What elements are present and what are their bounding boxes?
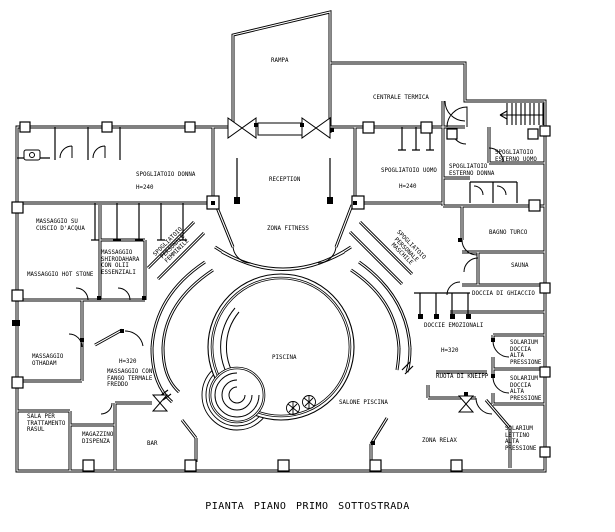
label-solarium-doccia-1: SOLARIUM DOCCIA ALTA PRESSIONE [510, 340, 542, 366]
label-h320-sinistra: H=320 [119, 359, 137, 365]
label-piscina: PISCINA [272, 355, 297, 361]
label-sala-rasul: SALA PER TRATTAMENTO RASUL [27, 414, 66, 434]
whirlpool-spiral [214, 372, 260, 418]
label-bagno-turco: BAGNO TURCO [489, 230, 528, 236]
hinge-marks [12, 123, 495, 445]
label-massaggio-cuscio: MASSAGGIO SU CUSCIO D'ACQUA [36, 219, 85, 232]
pool-tables [286, 395, 316, 415]
label-reception: RECEPTION [269, 177, 301, 183]
door-arcs [59, 100, 510, 415]
label-spogliatoio-donna: SPOGLIATOIO DONNA [136, 172, 196, 178]
label-h240-donna: H=240 [136, 185, 154, 191]
label-bar: BAR [147, 441, 158, 447]
label-massaggio-hot-stone: MASSAGGIO HOT STONE [27, 272, 94, 278]
label-massaggio-fango: MASSAGGIO CON FANGO TERMALE FREDDO [107, 369, 153, 389]
label-magazzino-dispenza: MAGAZZINO DISPENZA [82, 432, 114, 445]
label-doccie-emozionali: DOCCIE EMOZIONALI [424, 323, 484, 329]
label-solarium-lettino: SOLARIUM LETTINO ALTA PRESSIONE [505, 426, 537, 452]
ramp-threshold [257, 122, 303, 136]
label-zona-fitness: ZONA FITNESS [267, 226, 309, 232]
label-zona-relax: ZONA RELAX [422, 438, 457, 444]
label-centrale-termica: CENTRALE TERMICA [373, 95, 429, 101]
pool [201, 273, 355, 431]
label-spogliatoio-esterno-uomo: SPOGLIATOIO ESTERNO UOMO [495, 150, 537, 163]
label-spogliatoio-esterno-donna: SPOGLIATOIO ESTERNO DONNA [449, 164, 495, 177]
label-h240-uomo: H=240 [399, 184, 417, 190]
label-sauna: SAUNA [511, 263, 529, 269]
washbasin [23, 149, 41, 161]
label-solarium-doccia-2: SOLARIUM DOCCIA ALTA PRESSIONE [510, 376, 542, 402]
label-ruota-di-kneipp: RUOTA DI KNEIPP [436, 374, 489, 380]
label-salone-piscina: SALONE PISCINA [339, 400, 388, 406]
label-massaggio-othadam: MASSAGGIO OTHADAM [32, 354, 64, 367]
label-doccia-di-ghiaccio: DOCCIA DI GHIACCIO [472, 291, 535, 297]
label-spogliatoio-uomo: SPOGLIATOIO UOMO [381, 168, 437, 174]
label-h320-destra: H=320 [441, 348, 459, 354]
label-massaggio-shirodahara: MASSAGGIO SHIRODAHARA CON OLII ESSENZIAL… [101, 250, 140, 276]
stairs [499, 103, 544, 125]
pillars [11, 121, 551, 472]
label-rampa: RAMPA [271, 58, 289, 64]
plan-caption: PIANTA PIANO PRIMO SOTTOSTRADA [205, 501, 410, 512]
